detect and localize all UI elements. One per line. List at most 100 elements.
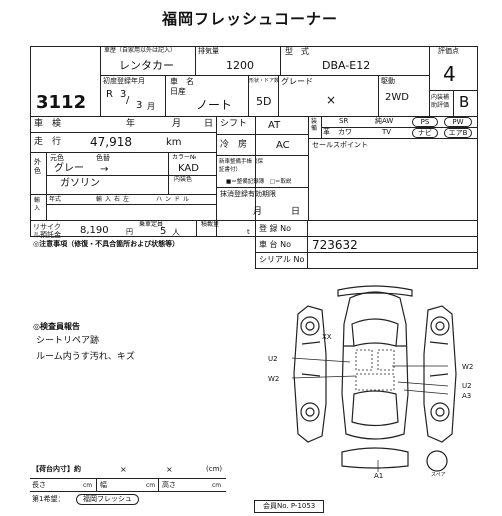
mileage-value: 47,918 bbox=[90, 135, 132, 149]
equip-aw: 純AW bbox=[375, 117, 394, 125]
mileage-unit: km bbox=[166, 137, 182, 148]
divider bbox=[168, 152, 169, 194]
cargo-cm-3: cm bbox=[212, 482, 222, 489]
mark-u2-left: U2 bbox=[268, 355, 278, 363]
divider bbox=[30, 46, 478, 47]
divider bbox=[378, 75, 379, 116]
divider bbox=[248, 75, 249, 116]
serial-label: シリアル No bbox=[259, 255, 305, 264]
cargo-height-label: 高さ bbox=[162, 481, 176, 489]
load-label: 積載量 bbox=[201, 221, 220, 228]
equipment-label: 装備 bbox=[311, 118, 319, 132]
make-value: 日産 bbox=[170, 87, 186, 96]
ac-label: 冷 房 bbox=[220, 140, 248, 150]
model-code-label: 型 式 bbox=[285, 47, 309, 56]
handle-label: ハンドル bbox=[156, 196, 193, 203]
equip-leather: 革 bbox=[323, 128, 330, 136]
shaken-day-unit: 日 bbox=[204, 119, 214, 129]
fuel-value: ガソリン bbox=[60, 178, 100, 189]
divider bbox=[477, 116, 478, 220]
divider bbox=[255, 220, 478, 221]
color-no-value: KAD bbox=[178, 163, 199, 174]
divider bbox=[477, 46, 478, 116]
inspection-valid-label: 抹消登録有効期限 bbox=[220, 190, 276, 198]
divider bbox=[96, 478, 97, 491]
divider bbox=[46, 175, 216, 176]
import-right-label: 輸入右左 bbox=[96, 196, 133, 203]
make-label: 車 名 bbox=[170, 77, 194, 86]
divider bbox=[429, 46, 430, 116]
load-unit: t bbox=[247, 228, 250, 236]
divider bbox=[30, 152, 216, 153]
color-value: グレー bbox=[54, 163, 84, 174]
cargo-width-label: 幅 bbox=[100, 481, 107, 489]
divider bbox=[196, 220, 197, 236]
color-arrow: → bbox=[100, 164, 109, 175]
valid-month-unit: 月 bbox=[253, 207, 263, 217]
cargo-cm-1: cm bbox=[83, 482, 93, 489]
color-no-label: カラー№ bbox=[172, 154, 197, 161]
divider bbox=[321, 127, 477, 128]
interior-label: 内装補助評価 bbox=[431, 94, 453, 110]
door-label: 形状・ドア数 bbox=[249, 78, 280, 84]
mark-xx: XX bbox=[322, 333, 332, 341]
divider bbox=[46, 194, 47, 220]
shaken-year-unit: 年 bbox=[126, 119, 136, 129]
divider bbox=[216, 134, 308, 135]
first-reg-label: 初度登録年月 bbox=[103, 77, 145, 85]
valid-day-unit: 日 bbox=[291, 207, 301, 217]
divider bbox=[30, 46, 31, 118]
mark-a1: A1 bbox=[374, 472, 384, 480]
inspector-label: ◎検査員報告 bbox=[33, 322, 80, 331]
divider bbox=[255, 268, 478, 269]
recycle-yen: 円 bbox=[126, 228, 133, 236]
recycle-amount: 8,190 bbox=[80, 225, 109, 236]
cargo-length-label: 長さ bbox=[32, 481, 46, 489]
cargo-cm-2: cm bbox=[146, 482, 156, 489]
spare-tire-icon bbox=[426, 450, 448, 472]
equip-kawa: カワ bbox=[338, 128, 352, 136]
interior-label-text: 内装補助評価 bbox=[431, 94, 450, 109]
grade-value: × bbox=[326, 93, 337, 107]
car-damage-diagram bbox=[291, 285, 457, 472]
mark-w2-left: W2 bbox=[268, 375, 280, 383]
exterior-label-text: 外色 bbox=[34, 158, 41, 175]
divider bbox=[255, 220, 256, 268]
drive-value: 2WD bbox=[385, 92, 409, 103]
equip-pw: PW bbox=[444, 117, 472, 127]
divider bbox=[280, 46, 281, 75]
usage-value: レンタカー bbox=[119, 59, 174, 72]
new-car-label: 新車整備手帳（保証書付） bbox=[219, 158, 263, 174]
divider bbox=[46, 204, 216, 205]
mark-a3: A3 bbox=[462, 392, 472, 400]
equip-navi: ナビ bbox=[412, 128, 438, 138]
divider bbox=[30, 478, 226, 479]
cargo-x2: × bbox=[166, 465, 173, 474]
door-value: 5D bbox=[256, 95, 272, 108]
divider bbox=[30, 132, 216, 133]
member-number: 会員No. P-1053 bbox=[254, 500, 325, 513]
divider bbox=[216, 116, 217, 236]
exterior-label: 外色 bbox=[34, 158, 42, 176]
divider bbox=[216, 155, 308, 156]
divider bbox=[195, 46, 196, 75]
shaken-label: 車 検 bbox=[34, 119, 62, 129]
capacity-unit: 人 bbox=[172, 228, 180, 237]
caution-label: ◎注意事項（修復・不具合箇所および状態等） bbox=[33, 240, 180, 248]
report-line-2: ルーム内うす汚れ、キズ bbox=[36, 352, 135, 362]
drive-label: 駆動 bbox=[381, 77, 395, 85]
model-code-value: DBA-E12 bbox=[322, 59, 371, 72]
shift-label: シフト bbox=[220, 119, 248, 129]
new-car-note: ■＝整備記録簿 □＝取説 bbox=[226, 179, 292, 185]
equip-sr: SR bbox=[339, 117, 349, 125]
first-choice-value: 福岡フレッシュ bbox=[76, 494, 139, 505]
divider bbox=[30, 491, 226, 492]
divider bbox=[165, 75, 166, 116]
equipment-label-text: 装備 bbox=[311, 118, 318, 132]
import-label: 輸入 bbox=[34, 197, 42, 213]
divider bbox=[255, 236, 478, 237]
equip-tv: TV bbox=[382, 128, 392, 136]
equip-airbag: エアB bbox=[444, 128, 472, 138]
mark-w2-right: W2 bbox=[462, 363, 474, 371]
recycle-label-text: リサイクル預託金 bbox=[33, 223, 61, 239]
